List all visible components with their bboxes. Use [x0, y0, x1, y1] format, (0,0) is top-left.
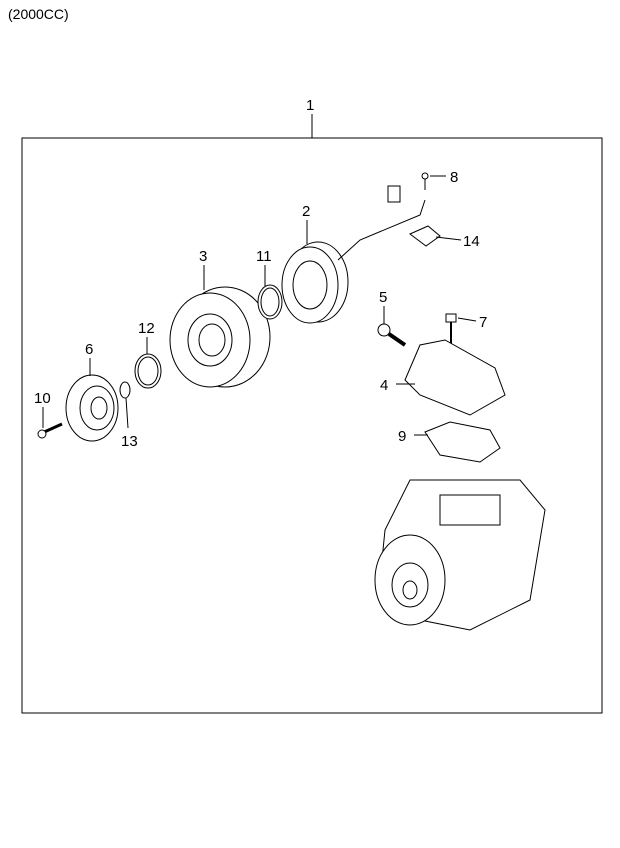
part-6-clutch-hub[interactable] — [65, 374, 119, 442]
callout-3: 3 — [199, 248, 207, 265]
part-4-rear-head[interactable] — [404, 339, 506, 416]
callout-2: 2 — [302, 203, 310, 220]
part-3-pulley[interactable] — [169, 286, 271, 388]
callout-11: 11 — [256, 248, 272, 265]
part-13-shim[interactable] — [119, 381, 131, 399]
part-12-snap-ring[interactable] — [134, 353, 162, 389]
callout-9: 9 — [398, 428, 406, 445]
part-8-screw[interactable] — [421, 172, 429, 190]
callout-5: 5 — [379, 289, 387, 306]
callout-6: 6 — [85, 341, 93, 358]
callout-13: 13 — [121, 433, 138, 450]
engine-variant-label: (2000CC) — [8, 6, 69, 22]
callout-1: 1 — [306, 97, 314, 114]
callout-7: 7 — [479, 314, 487, 331]
callout-10: 10 — [34, 390, 51, 407]
part-2-field-coil[interactable] — [281, 185, 426, 324]
callout-4: 4 — [380, 377, 388, 394]
part-11-snap-ring[interactable] — [257, 284, 283, 320]
callout-8: 8 — [450, 169, 458, 186]
part-10-bolt[interactable] — [37, 422, 63, 439]
part-14-bracket[interactable] — [409, 225, 441, 247]
callout-14: 14 — [463, 233, 480, 250]
compressor-body[interactable] — [374, 479, 546, 631]
part-9-gasket[interactable] — [424, 421, 501, 463]
callout-12: 12 — [138, 320, 155, 337]
part-5-bolt[interactable] — [377, 323, 407, 347]
